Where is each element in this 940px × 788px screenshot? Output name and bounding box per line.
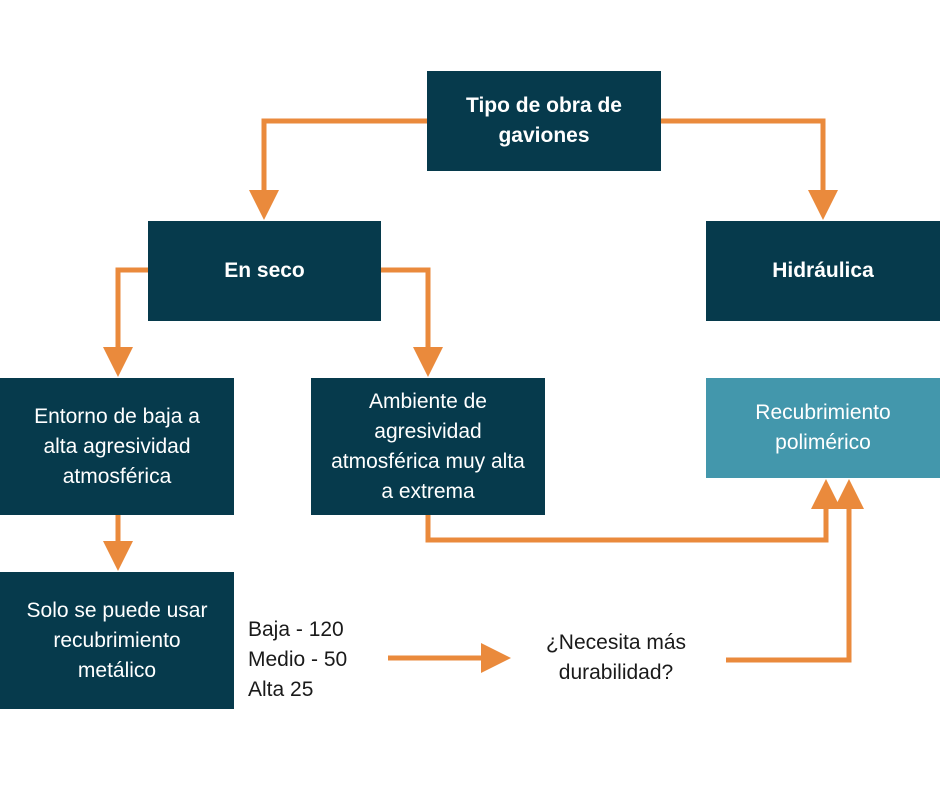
value-alta: Alta 25 [248,678,314,701]
node-solo-metalico: Solo se puede usar recubrimiento metálic… [0,572,234,709]
node-hidraulica: Hidráulica [706,221,940,321]
arrow-tipo-to-hidraulica [661,118,838,220]
arrow-ambiente-to-recubrimiento [425,479,841,543]
values-list: Baja - 120 Medio - 50 Alta 25 [248,615,378,705]
node-ambiente-label: Ambiente de agresividad atmosférica muy … [331,389,525,503]
arrow-seco-to-entorno [103,267,148,377]
node-hidraulica-label: Hidráulica [772,259,874,282]
node-solo-label: Solo se puede usar recubrimiento metálic… [26,598,208,682]
node-ambiente: Ambiente de agresividad atmosférica muy … [311,378,545,515]
value-medio: Medio - 50 [248,648,348,671]
arrow-tipo-to-seco [249,118,427,220]
node-recubrimiento-polimerico: Recubrimiento polimérico [706,378,940,478]
arrow-seco-to-ambiente [381,267,443,377]
node-en-seco-label: En seco [224,259,305,282]
node-entorno-label: Entorno de baja a alta agresividad atmos… [34,404,200,488]
node-en-seco: En seco [148,221,381,321]
node-tipo-obra: Tipo de obra de gaviones [427,71,661,171]
node-entorno: Entorno de baja a alta agresividad atmos… [0,378,234,515]
question-durabilidad: ¿Necesita más durabilidad? [516,628,716,688]
arrow-question-to-recubrimiento [726,479,864,663]
value-baja: Baja - 120 [248,618,344,641]
question-label: ¿Necesita más durabilidad? [545,631,687,684]
node-recubrimiento-label: Recubrimiento polimérico [755,401,891,454]
node-tipo-obra-label: Tipo de obra de gaviones [466,94,622,147]
